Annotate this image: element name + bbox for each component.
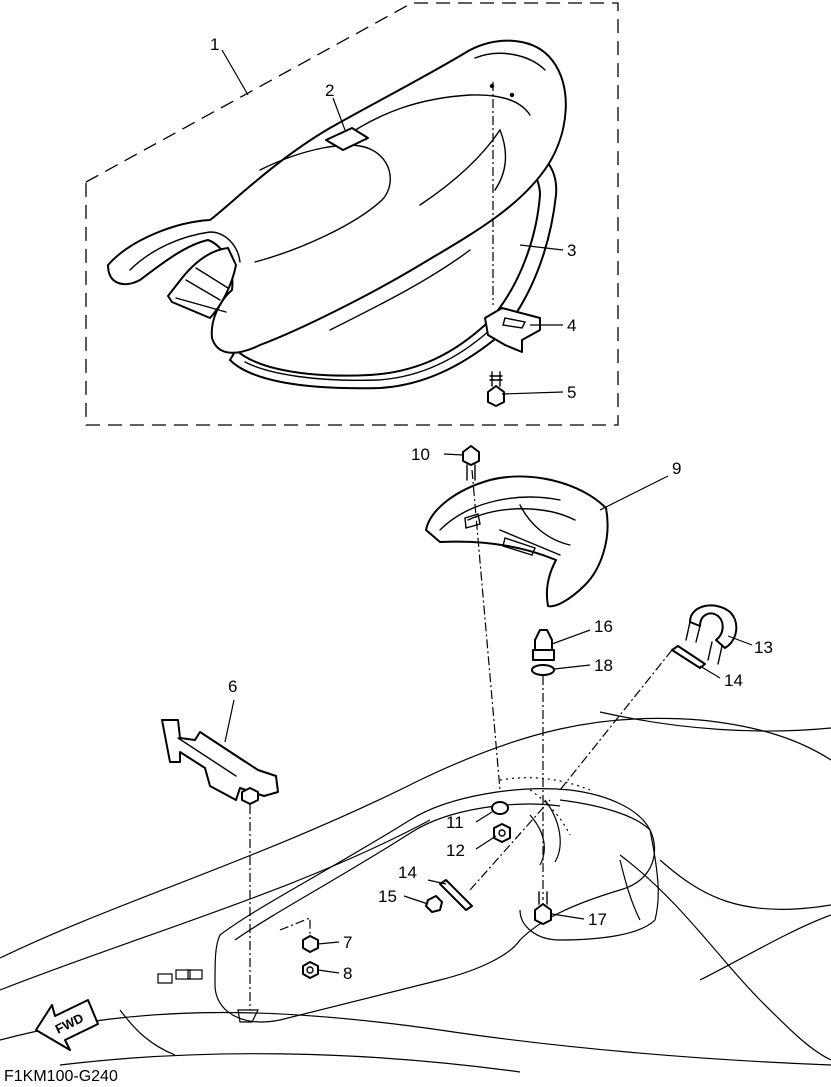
callout-10: 10 xyxy=(411,445,430,464)
nut-7 xyxy=(302,935,319,953)
callout-14-lower: 14 xyxy=(398,863,417,882)
rear-seat-frame xyxy=(425,475,609,608)
nut-8 xyxy=(302,961,319,979)
seat-lock-hook xyxy=(484,307,541,353)
leader-lines xyxy=(221,49,753,974)
forward-arrow: FWD xyxy=(35,999,99,1051)
callout-3: 3 xyxy=(567,241,576,260)
callout-1: 1 xyxy=(210,35,219,54)
callout-13: 13 xyxy=(754,638,773,657)
callout-12: 12 xyxy=(446,841,465,860)
callout-14-upper: 14 xyxy=(724,671,743,690)
bolt-10 xyxy=(462,445,480,481)
damper-16 xyxy=(532,629,555,661)
hull-deck xyxy=(0,711,831,1073)
callout-4: 4 xyxy=(567,316,576,335)
callout-16: 16 xyxy=(594,617,613,636)
diagram-code: F1KM100-G240 xyxy=(4,1068,118,1085)
pin-14-lower xyxy=(439,879,473,911)
callout-15: 15 xyxy=(378,887,397,906)
callout-9: 9 xyxy=(672,459,681,478)
nut-12 xyxy=(493,823,511,843)
seat xyxy=(107,39,567,354)
washer-18 xyxy=(531,664,555,676)
callout-8: 8 xyxy=(343,964,352,983)
seat-label xyxy=(325,127,369,151)
callout-2: 2 xyxy=(325,81,334,100)
callout-6: 6 xyxy=(228,677,237,696)
callout-7: 7 xyxy=(343,933,352,952)
grommet-11 xyxy=(491,801,509,815)
bracket-6 xyxy=(161,719,279,801)
bolt-5 xyxy=(487,371,505,407)
callout-11: 11 xyxy=(446,813,464,832)
callout-17: 17 xyxy=(588,910,607,929)
callout-18: 18 xyxy=(594,656,613,675)
seat-assembly-boundary xyxy=(85,2,619,426)
nut-15 xyxy=(425,895,443,913)
bolt-17 xyxy=(534,891,552,925)
pin-14-upper xyxy=(671,645,706,669)
u-bolt-13 xyxy=(685,604,738,665)
callout-5: 5 xyxy=(567,383,576,402)
